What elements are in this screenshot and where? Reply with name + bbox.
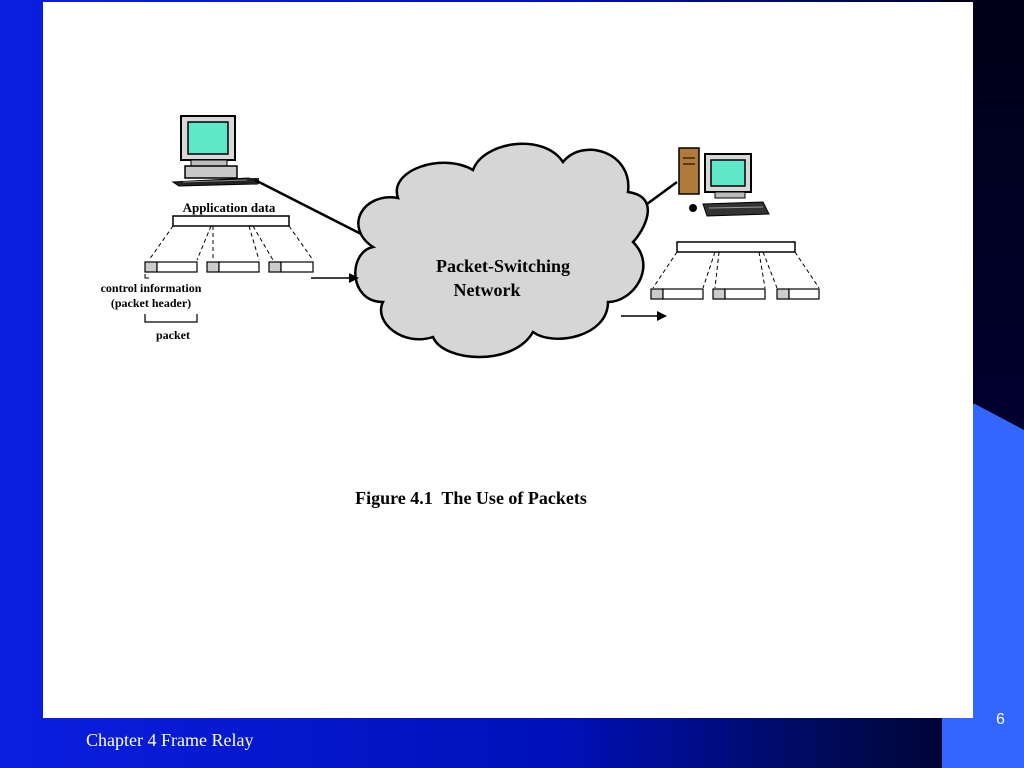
network-cloud: Packet-Switching Network xyxy=(354,142,650,359)
packet-header xyxy=(268,261,282,273)
left-computer-icon xyxy=(171,115,259,187)
left-packet-breakdown: Application data control information (pa… xyxy=(101,200,359,342)
packet-label: packet xyxy=(156,328,190,342)
network-label-line2: Network xyxy=(454,280,521,300)
packet-header xyxy=(144,261,158,273)
packet-header xyxy=(776,288,790,300)
packet-payload xyxy=(156,261,198,273)
arrow-right-icon xyxy=(657,311,667,321)
packet-payload xyxy=(218,261,260,273)
arrow-right-icon xyxy=(349,273,359,283)
right-computer-icon xyxy=(678,147,770,217)
network-label-line1: Packet-Switching xyxy=(436,256,570,276)
footer-chapter-title: Chapter 4 Frame Relay xyxy=(86,730,254,750)
slide-content-panel: Packet-Switching Network Application dat… xyxy=(43,2,973,718)
right-packet-breakdown xyxy=(621,241,820,321)
packet-payload xyxy=(724,288,766,300)
packet-header xyxy=(650,288,664,300)
application-data-label: Application data xyxy=(183,200,276,215)
packet-payload xyxy=(280,261,314,273)
packet-header xyxy=(712,288,726,300)
packet-payload xyxy=(788,288,820,300)
packet-switching-diagram: Packet-Switching Network Application dat… xyxy=(101,115,820,508)
application-data-block xyxy=(172,215,290,227)
left-link-line xyxy=(254,178,370,240)
packet-header xyxy=(206,261,220,273)
reassembled-data-block xyxy=(676,241,796,253)
figure-caption: Figure 4.1 The Use of Packets xyxy=(355,488,587,508)
control-information-label: control information xyxy=(101,281,202,295)
packet-header-label: (packet header) xyxy=(111,296,191,310)
packet-payload xyxy=(662,288,704,300)
slide-page-number: 6 xyxy=(996,711,1005,728)
